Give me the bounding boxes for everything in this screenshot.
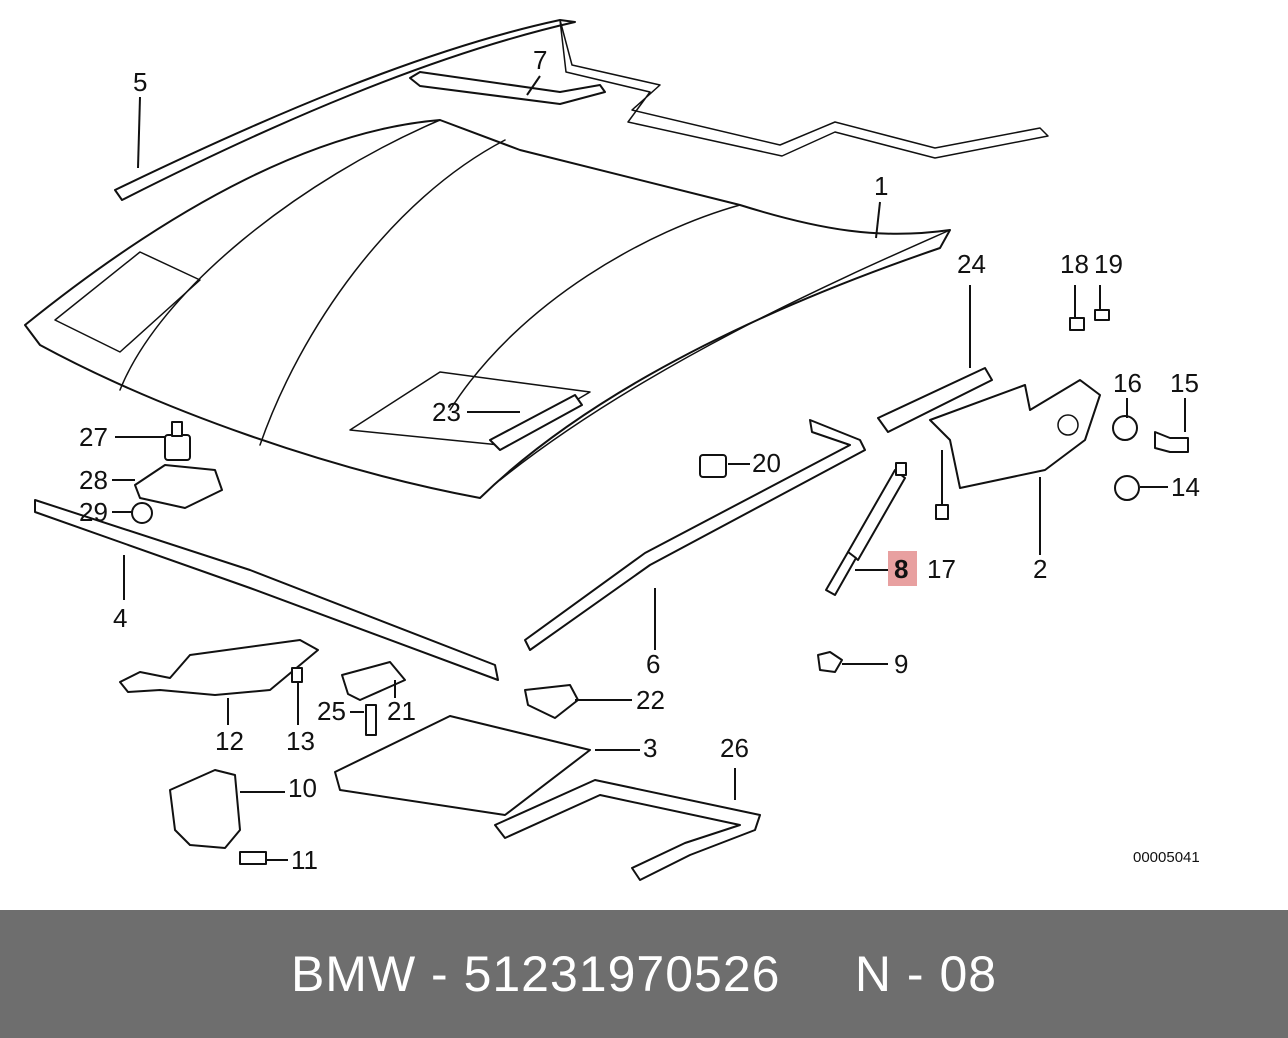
part-21-bracket <box>341 661 406 701</box>
callout-16: 16 <box>1113 368 1142 398</box>
part-25-screw <box>365 704 377 736</box>
part-5-seal-strip <box>114 19 576 201</box>
callout-28: 28 <box>79 465 108 495</box>
diagram-reference-code: 00005041 <box>1133 849 1200 866</box>
callout-22: 22 <box>636 685 665 715</box>
part-1-hood <box>24 119 951 499</box>
parts-diagram: 1 2 3 4 5 6 7 8 9 10 11 12 13 14 15 16 1… <box>24 19 1200 881</box>
rear-seal-strip <box>559 19 1049 159</box>
part-24-bracket <box>877 367 993 433</box>
parts-diagram-svg: 1 2 3 4 5 6 7 8 9 10 11 12 13 14 15 16 1… <box>24 19 1200 881</box>
part-23-grille <box>489 394 583 451</box>
callout-8: 8 <box>894 554 908 584</box>
part-22-cover <box>524 684 579 719</box>
callout-10: 10 <box>288 773 317 803</box>
leader-lines <box>112 75 1186 861</box>
callout-1: 1 <box>874 171 888 201</box>
part-11-screw <box>239 851 267 865</box>
part-7-seal <box>409 71 606 105</box>
part-13-bolt <box>291 667 303 683</box>
part-6-seal-strip <box>524 419 866 651</box>
callouts: 1 2 3 4 5 6 7 8 9 10 11 12 13 14 15 16 1… <box>79 45 1200 875</box>
part-4-seal-strip <box>34 499 499 681</box>
part-2-hinge <box>929 379 1101 489</box>
footer-part-label: BMW - 51231970526 N - 08 <box>290 946 998 1002</box>
part-14-grommet <box>1114 475 1140 501</box>
part-16-bushing <box>1112 415 1138 441</box>
callout-6: 6 <box>646 649 660 679</box>
callout-12: 12 <box>215 726 244 756</box>
callout-5: 5 <box>133 67 147 97</box>
part-9-clip <box>817 651 843 673</box>
part-15-bolt <box>1154 431 1189 453</box>
callout-14: 14 <box>1171 472 1200 502</box>
part-8-gas-strut <box>825 462 907 596</box>
part-28-bracket <box>134 464 223 509</box>
part-18-bolt <box>1069 317 1085 331</box>
callout-11: 11 <box>291 845 318 875</box>
part-10-lock <box>169 769 241 849</box>
callout-4: 4 <box>113 603 127 633</box>
part-29-nut <box>131 502 153 524</box>
part-27-buffer <box>164 421 191 461</box>
callout-20: 20 <box>752 448 781 478</box>
part-3-insulation <box>334 715 591 816</box>
callout-29: 29 <box>79 497 108 527</box>
callout-7: 7 <box>533 45 547 75</box>
part-20-clip <box>699 454 727 478</box>
callout-2: 2 <box>1033 554 1047 584</box>
callout-27: 27 <box>79 422 108 452</box>
callout-8-highlight <box>888 551 917 586</box>
callout-9: 9 <box>894 649 908 679</box>
callout-13: 13 <box>286 726 315 756</box>
callout-3: 3 <box>643 733 657 763</box>
callout-18: 18 <box>1060 249 1089 279</box>
part-26-frame <box>494 779 761 881</box>
callout-17: 17 <box>927 554 956 584</box>
callout-24: 24 <box>957 249 986 279</box>
part-12-lever <box>119 639 319 696</box>
callout-23: 23 <box>432 397 461 427</box>
callout-26: 26 <box>720 733 749 763</box>
callout-21: 21 <box>387 696 416 726</box>
part-19-bolt <box>1094 309 1110 321</box>
footer-bar: BMW - 51231970526 N - 08 <box>0 910 1288 1038</box>
callout-25: 25 <box>317 696 346 726</box>
callout-19: 19 <box>1094 249 1123 279</box>
callout-15: 15 <box>1170 368 1199 398</box>
part-17-bolt <box>935 504 949 520</box>
